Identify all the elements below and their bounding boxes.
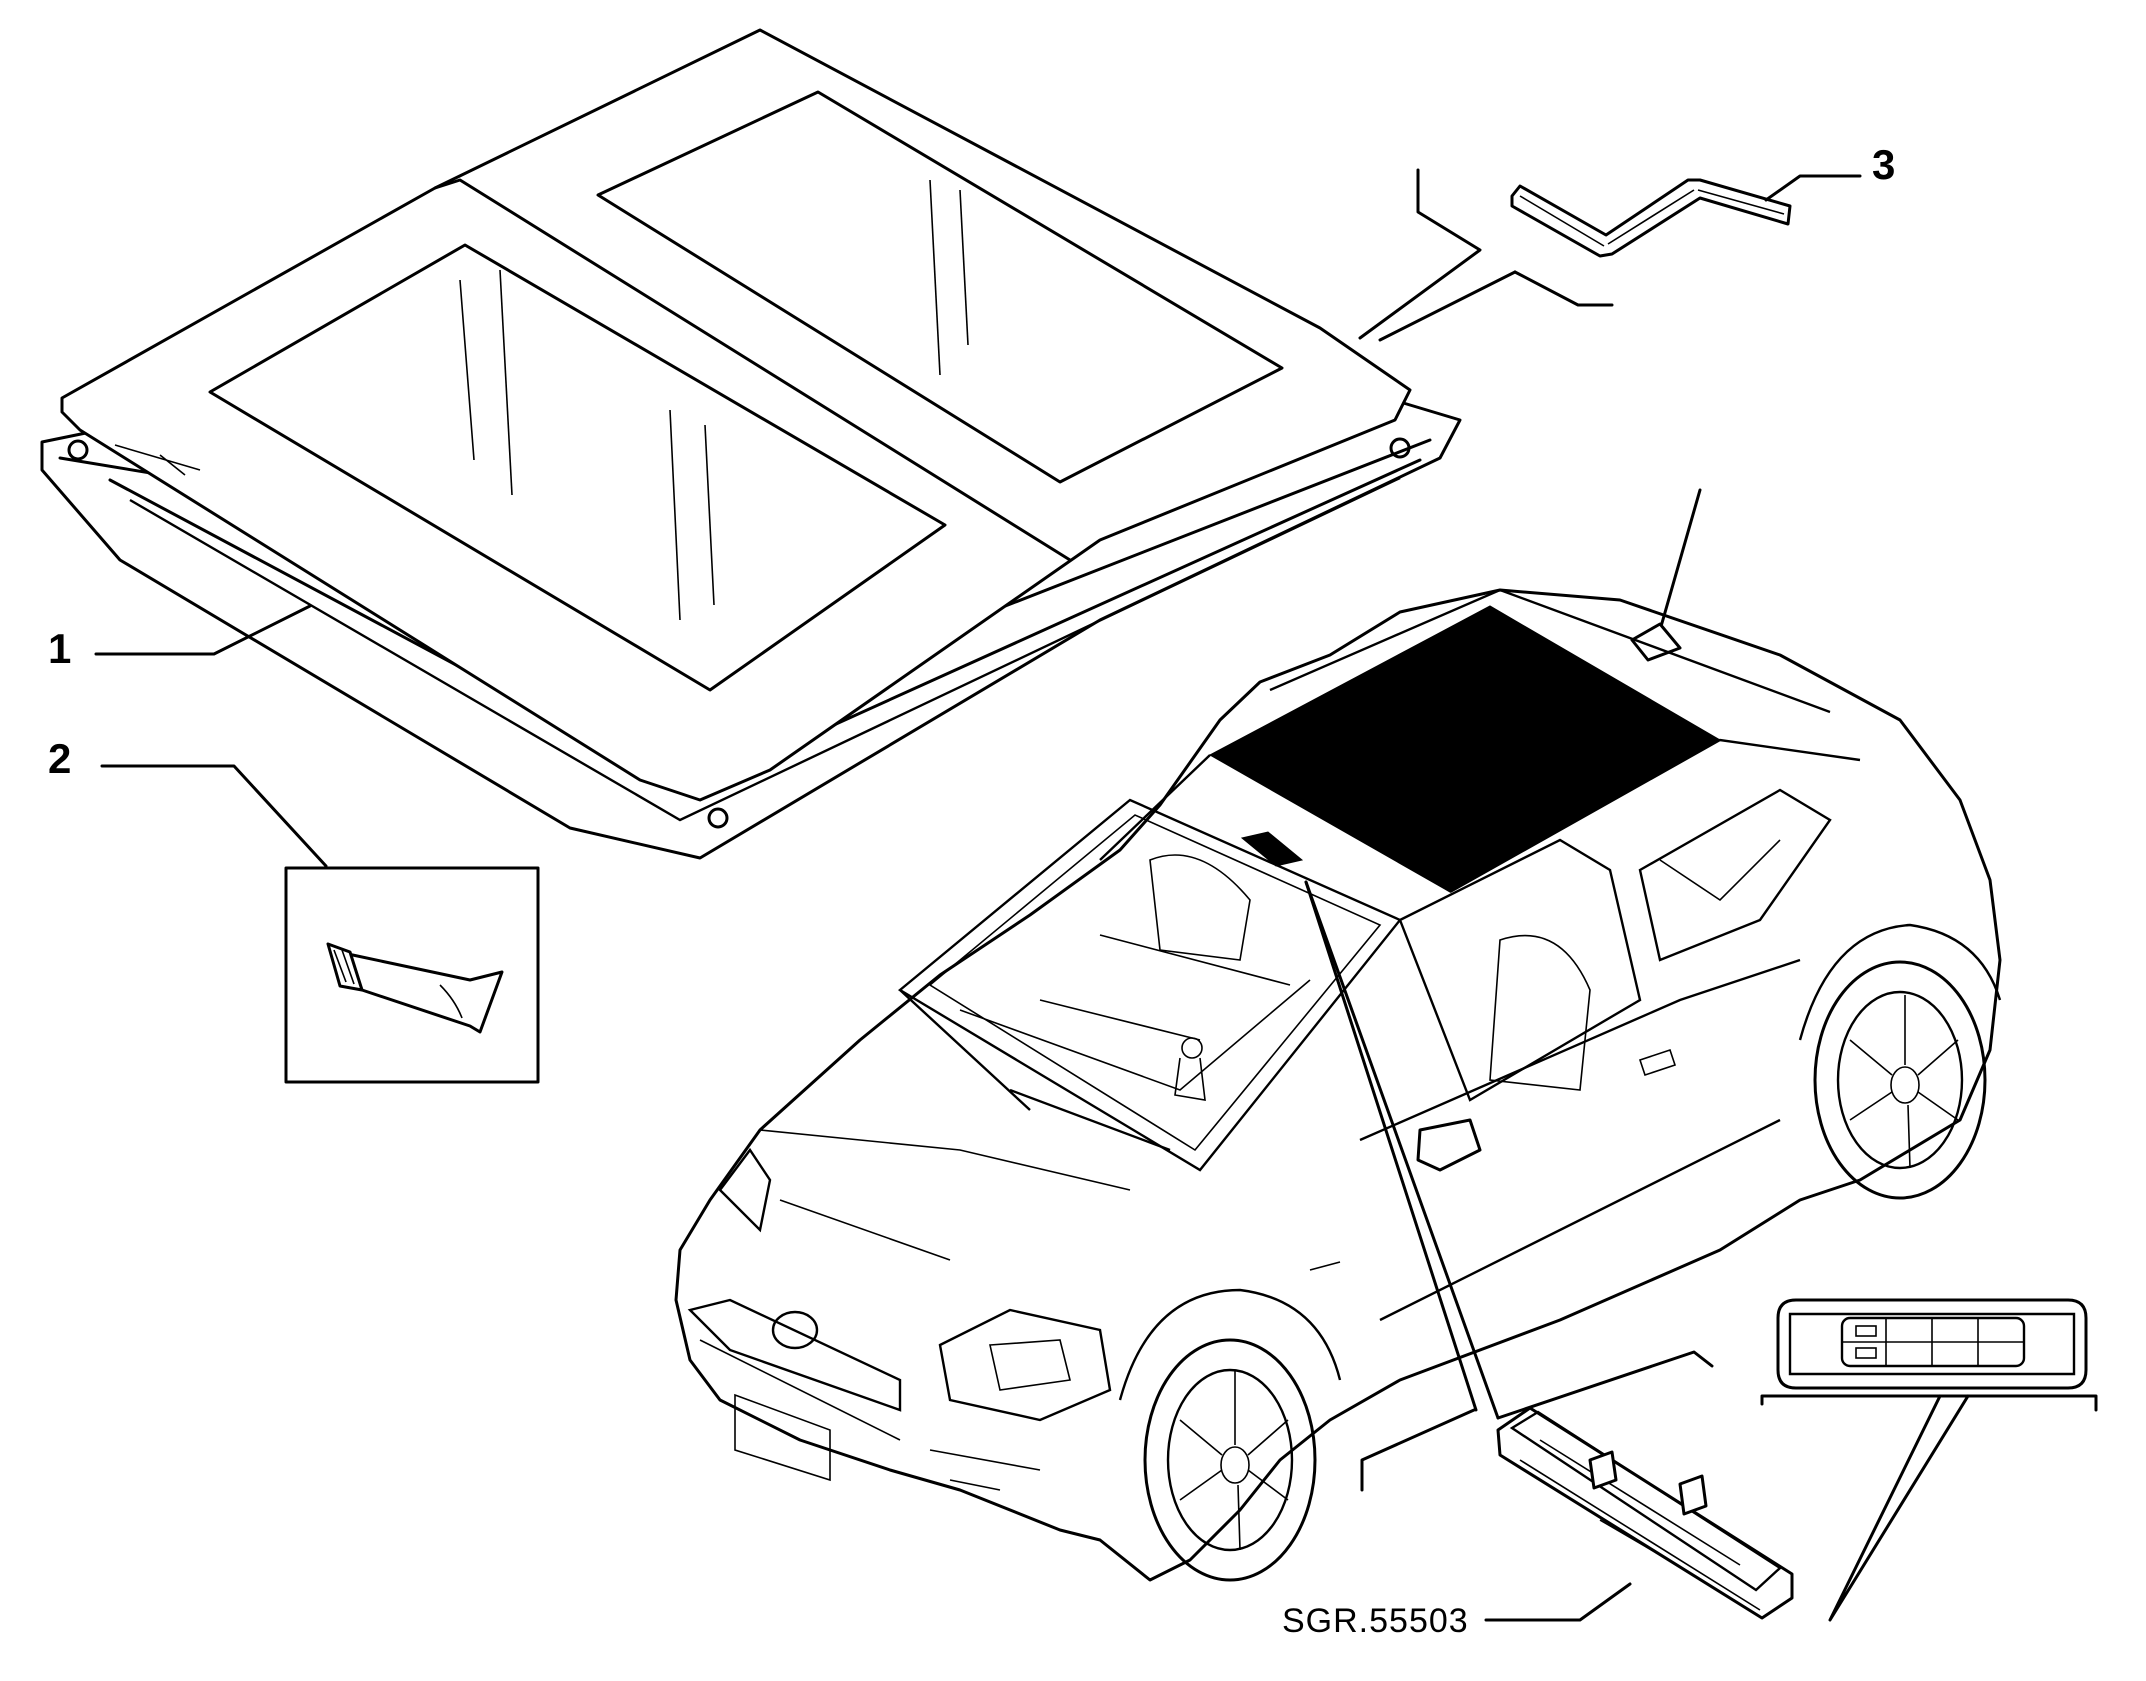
- callout-1-label: 1: [48, 625, 72, 672]
- roof-panel: [40, 28, 1462, 860]
- callout-3-label: 3: [1872, 141, 1896, 188]
- interior-lamp-housing: [1496, 1406, 1794, 1620]
- car-illustration: [674, 488, 2002, 1582]
- adhesive-tube: [284, 866, 540, 1084]
- leader-lines: [94, 168, 2098, 1622]
- seal-profile: [1510, 178, 1792, 258]
- callout-2-label: 2: [48, 735, 72, 782]
- interior-lamp-top: [1776, 1298, 2088, 1390]
- reference-code: SGR.55503: [1282, 1602, 1469, 1640]
